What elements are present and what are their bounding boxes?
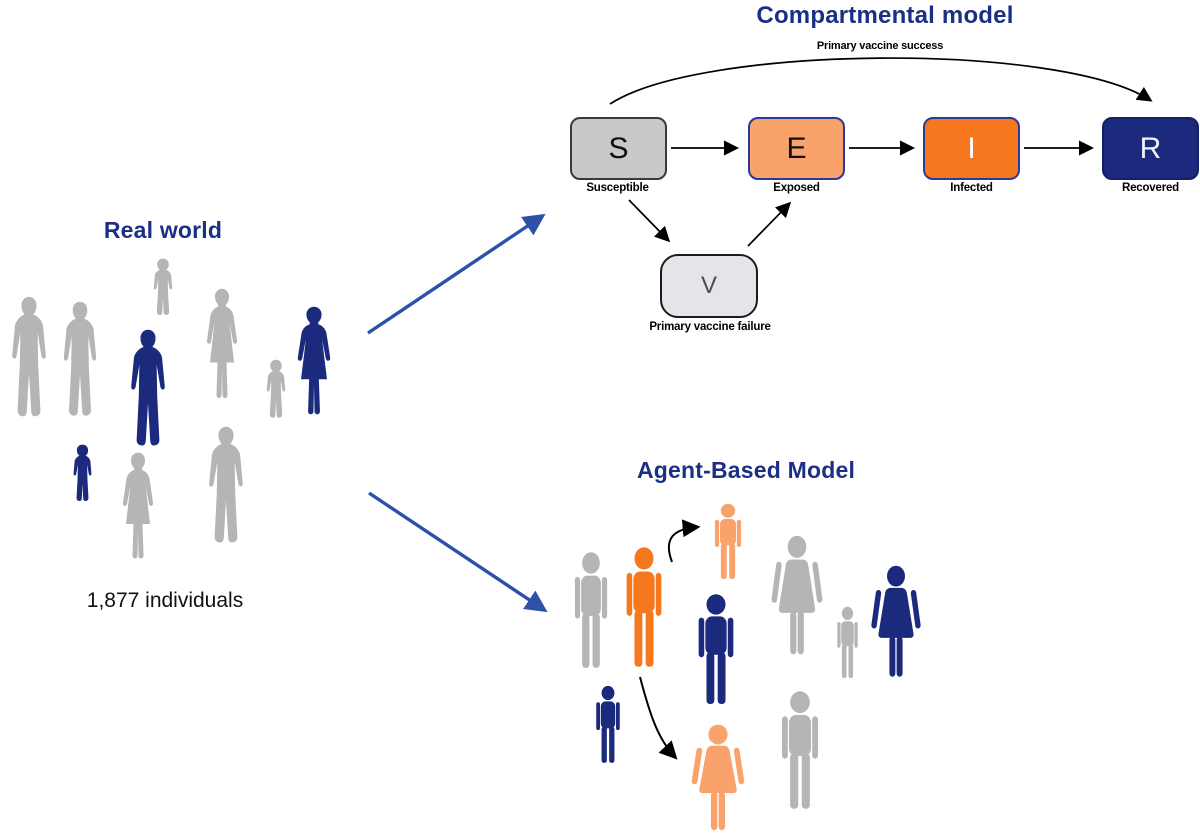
agent-woman (771, 535, 823, 655)
compartment-letter-r: R (1139, 131, 1162, 165)
vaccine-success-label: Primary vaccine success (816, 40, 944, 52)
agent-based-crowd (574, 503, 922, 831)
man-silhouette (209, 426, 243, 543)
child-silhouette (266, 359, 286, 418)
agent-man (698, 594, 734, 704)
woman-silhouette (206, 288, 238, 399)
compartment-box-v: V (660, 254, 758, 318)
compartment-letter-e: E (786, 131, 807, 165)
real-world-crowd (12, 258, 331, 559)
agent-woman (870, 565, 922, 677)
adult-silhouette (12, 296, 46, 417)
agent-man (714, 503, 742, 579)
agent-woman (691, 724, 745, 831)
arrow-v-to-e (747, 201, 792, 247)
compartmental-model-title: Compartmental model (756, 2, 1014, 29)
child-silhouette (153, 258, 173, 315)
woman-silhouette (297, 306, 331, 415)
arrow-to-compartmental (367, 213, 546, 335)
compartment-box-i: I (923, 117, 1020, 180)
compartment-box-e: E (748, 117, 845, 180)
susceptible-label: Susceptible (586, 182, 649, 194)
arrow-to-abm (368, 491, 548, 613)
child-silhouette (73, 444, 92, 501)
agent-man (626, 547, 662, 667)
arrow-agent-infect-down (639, 676, 678, 760)
agent-based-model-title: Agent-Based Model (636, 457, 856, 483)
individuals-count-label: 1,877 individuals (86, 589, 244, 612)
arrow-agent-infect-up (667, 519, 701, 563)
recovered-label: Recovered (1121, 182, 1179, 194)
woman-silhouette (122, 452, 154, 559)
real-world-title: Real world (103, 217, 223, 243)
agent-boy (596, 685, 620, 763)
vaccine-failure-label: Primary vaccine failure (649, 321, 771, 333)
exposed-label: Exposed (773, 182, 820, 194)
compartment-letter-v: V (700, 272, 717, 299)
man-silhouette (131, 329, 165, 446)
agent-man (782, 691, 818, 809)
infected-label: Infected (950, 182, 993, 194)
compartment-box-s: S (570, 117, 667, 180)
arrow-s-to-v (628, 199, 671, 243)
arrow-vaccine-success (609, 57, 1153, 105)
compartment-letter-s: S (608, 131, 629, 165)
agent-boy (837, 606, 858, 679)
compartment-letter-i: I (967, 131, 976, 165)
adult-silhouette (63, 301, 97, 416)
compartment-box-r: R (1102, 117, 1199, 180)
agent-man (574, 552, 608, 668)
